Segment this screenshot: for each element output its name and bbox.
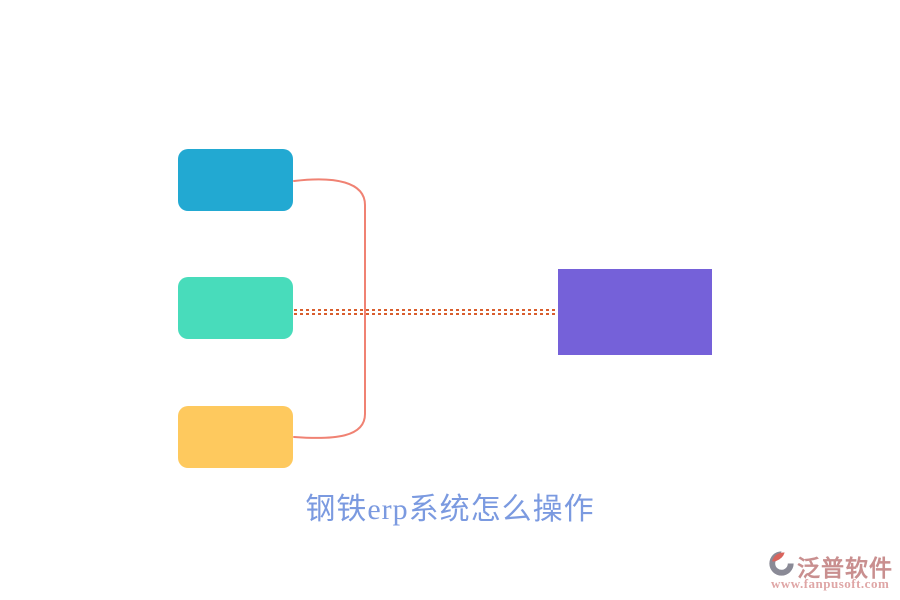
fanpu-logo-icon	[769, 551, 794, 576]
watermark-brand-text: 泛普软件	[797, 556, 893, 581]
dashed-connector-line	[294, 309, 558, 311]
diagram-title: 钢铁erp系统怎么操作	[305, 493, 595, 526]
watermark: 泛普软件 www.fanpusoft.com	[768, 549, 896, 593]
diagram-box-bottom-left	[178, 406, 293, 468]
dashed-connector-line	[294, 313, 558, 315]
diagram-box-top-left	[178, 149, 293, 211]
diagram-box-middle-left	[178, 277, 293, 339]
diagram-box-right	[558, 269, 712, 355]
watermark-url-text: www.fanpusoft.com	[771, 576, 890, 591]
